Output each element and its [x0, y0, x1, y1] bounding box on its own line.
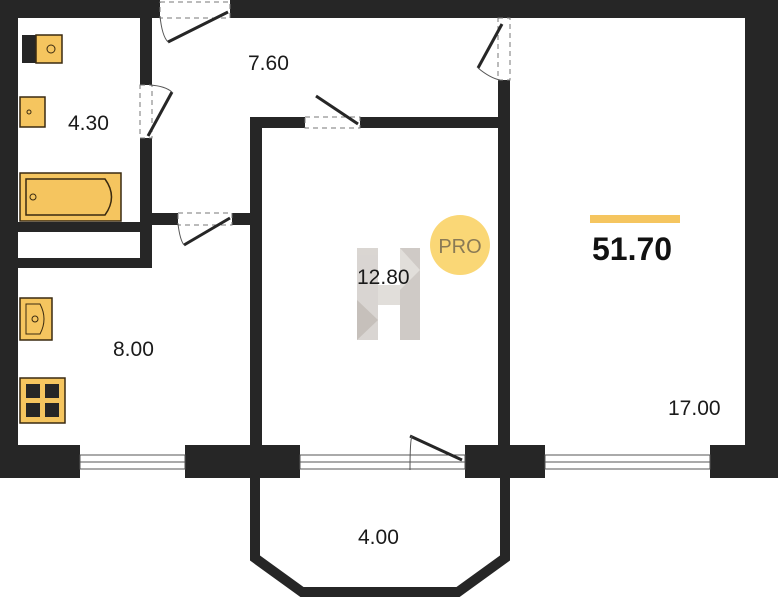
area-room: 12.80 — [357, 266, 410, 289]
area-living-room: 17.00 — [668, 397, 721, 420]
area-bathroom: 4.30 — [68, 112, 109, 135]
stove-icon — [19, 377, 66, 424]
logo-watermark — [357, 248, 420, 340]
bathtub-icon — [19, 172, 122, 222]
kitchen-sink-icon — [19, 297, 53, 341]
bathroom-sink-icon — [19, 96, 46, 128]
toilet-icon — [22, 34, 63, 64]
total-area: 51.70 — [592, 231, 672, 267]
pro-badge: PRO — [430, 215, 490, 275]
windows — [79, 454, 711, 470]
area-balcony: 4.00 — [358, 526, 399, 549]
doors — [139, 1, 511, 471]
area-kitchen: 8.00 — [113, 338, 154, 361]
pro-badge-text: PRO — [438, 236, 481, 258]
area-hallway: 7.60 — [248, 52, 289, 75]
total-accent-bar — [590, 215, 680, 223]
